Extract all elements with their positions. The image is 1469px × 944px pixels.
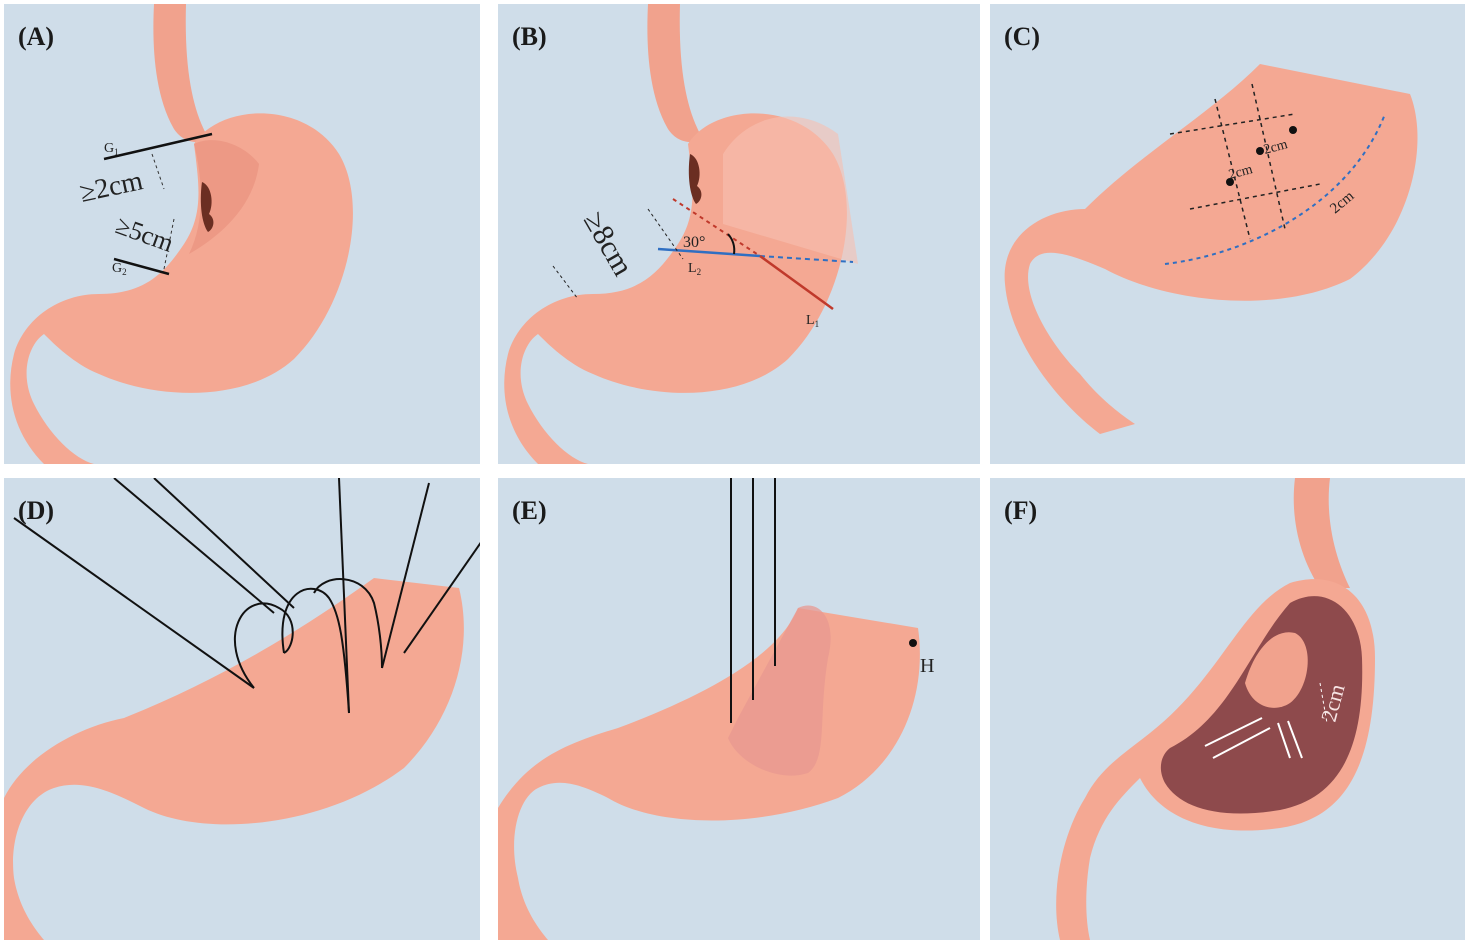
stomach-remnant [498, 608, 920, 940]
panel-f: 2cm (F) [990, 478, 1465, 940]
stomach-diagram-c: 2cm 2cm 2cm [990, 4, 1465, 464]
panel-a: G1 G2 ≥2cm ≥5cm (A) [4, 4, 480, 464]
panel-a-label: (A) [18, 22, 54, 52]
point-h-label: H [920, 655, 934, 677]
dim-line-2 [553, 266, 578, 299]
marker-dot-3 [1289, 126, 1297, 134]
stomach-diagram-d [4, 478, 480, 940]
stomach-diagram-e: H [498, 478, 980, 940]
panel-b: ≥8cm 30° L2 L1 (B) [498, 4, 980, 464]
panel-e: H (E) [498, 478, 980, 940]
stomach-remnant [1005, 64, 1418, 434]
angle-label: 30° [683, 234, 705, 251]
panel-c-label: (C) [1004, 22, 1040, 52]
stomach-remnant [4, 578, 464, 940]
g2-label: G2 [112, 261, 127, 277]
stomach-diagram-a: G1 G2 ≥2cm ≥5cm [4, 4, 480, 464]
esophagus [1294, 478, 1350, 588]
stomach-body [10, 113, 353, 464]
panel-b-label: (B) [512, 22, 547, 52]
suture-line-2 [114, 478, 274, 613]
g1-label: G1 [104, 141, 119, 157]
esophagus [647, 4, 703, 142]
esophagus [153, 4, 209, 142]
stomach-diagram-f: 2cm [990, 478, 1465, 940]
panel-c: 2cm 2cm 2cm (C) [990, 4, 1465, 464]
panel-e-label: (E) [512, 496, 547, 526]
panel-f-label: (F) [1004, 496, 1037, 526]
suture-line-1 [14, 518, 254, 688]
suture-line-3 [154, 478, 294, 608]
dist-5cm-label: ≥5cm [112, 210, 177, 257]
point-h-marker [909, 639, 917, 647]
stomach-diagram-b: ≥8cm 30° L2 L1 [498, 4, 980, 464]
dim-line-1 [152, 154, 164, 189]
dist-8cm-label: ≥8cm [577, 206, 640, 281]
dist-2cm-label: ≥2cm [77, 165, 146, 209]
panel-d-label: (D) [18, 496, 54, 526]
panel-d: (D) [4, 478, 480, 940]
